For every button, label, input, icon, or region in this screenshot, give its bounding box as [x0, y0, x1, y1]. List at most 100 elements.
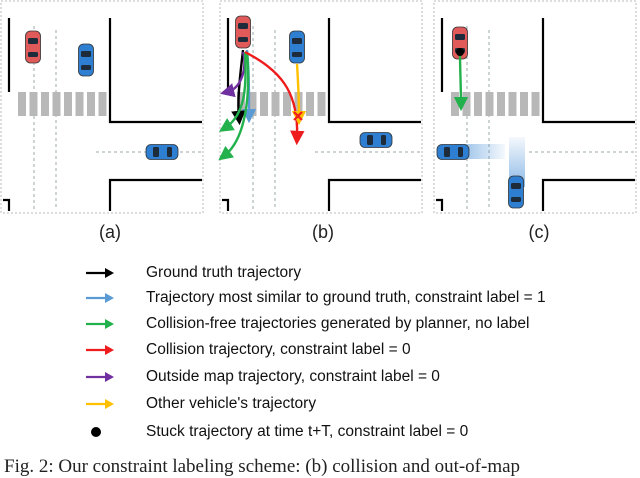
legend-label: Other vehicle's trajectory: [146, 395, 317, 412]
collision-free-arrow-2: [218, 51, 250, 161]
crosswalk-stripe: [451, 92, 459, 116]
other-car-blue-crossing: [359, 132, 393, 148]
crosswalk-stripe: [508, 92, 517, 116]
panel-border: [219, 0, 423, 214]
legend-item: Trajectory most similar to ground truth,…: [84, 287, 546, 309]
car-windshield: [367, 135, 373, 145]
road-edge: [541, 178, 635, 211]
legend-item: Collision trajectory, constraint label =…: [84, 339, 411, 361]
legend-arrow-icon: [86, 399, 114, 409]
car-rear-window: [458, 147, 463, 157]
legend-label: Collision-free trajectories generated by…: [146, 315, 530, 332]
legend-item: Stuck trajectory at time t+T, constraint…: [84, 421, 468, 443]
crosswalk-stripe: [64, 92, 72, 116]
collision-x-stroke: [293, 111, 303, 121]
legend-item: Ground truth trajectory: [84, 262, 301, 284]
road-edge: [222, 198, 230, 211]
crosswalk-stripe: [306, 92, 314, 116]
road-edge: [541, 18, 635, 124]
other-car-blue: [78, 43, 94, 77]
road-edge: [3, 198, 11, 211]
other-car-blue: [508, 175, 524, 209]
car-windshield: [455, 34, 465, 40]
legend-label: Trajectory most similar to ground truth,…: [146, 289, 546, 306]
panel-label-c: (c): [528, 222, 550, 242]
car-body: [25, 30, 41, 64]
other-car-blue: [289, 30, 305, 64]
crosswalk-stripe: [462, 92, 471, 116]
crosswalk-stripe: [41, 92, 49, 116]
crosswalk-stripe: [98, 92, 107, 116]
legend-arrow-icon: [86, 345, 114, 355]
road-edge: [108, 178, 202, 211]
legend-label: Stuck trajectory at time t+T, constraint…: [146, 423, 469, 440]
panel-border: [433, 0, 637, 214]
legend-arrow-icon: [86, 268, 114, 278]
car-rear-window: [381, 135, 386, 145]
car-windshield: [292, 38, 302, 44]
car-windshield: [81, 51, 91, 57]
car-body: [508, 175, 524, 209]
figure-caption: Fig. 2: Our constraint labeling scheme: …: [4, 456, 521, 477]
legend-arrow-icon: [86, 319, 114, 329]
legend-item: Other vehicle's trajectory: [84, 393, 316, 415]
crosswalk-stripe: [75, 92, 84, 116]
legend-arrow-icon: [86, 372, 114, 382]
car-body: [359, 132, 393, 148]
crosswalk-stripe: [283, 92, 291, 116]
legend-arrow-icon: [86, 293, 114, 303]
legend-label: Outside map trajectory, constraint label…: [146, 368, 440, 385]
crosswalk-stripe: [485, 92, 494, 116]
road-edge: [108, 18, 202, 124]
car-body: [235, 15, 251, 49]
crosswalk-stripe: [531, 92, 540, 116]
panel-a: [0, 0, 204, 214]
legend-label: Collision trajectory, constraint label =…: [146, 341, 411, 358]
car-rear-window: [167, 147, 172, 157]
stuck-dot-icon: [456, 48, 464, 56]
crosswalk-stripe: [271, 92, 280, 116]
panel-border: [0, 0, 204, 214]
motion-trail: [509, 137, 525, 187]
car-windshield: [28, 38, 38, 44]
car-body: [436, 144, 470, 160]
panel-c: [433, 0, 637, 214]
legend-dot-icon: [91, 427, 101, 437]
crosswalk-stripe: [317, 92, 326, 116]
car-body: [289, 30, 305, 64]
crosswalk-stripe: [248, 92, 257, 116]
road-edge: [327, 18, 421, 124]
legend-item: Outside map trajectory, constraint label…: [84, 366, 440, 388]
crosswalk-stripe: [18, 92, 26, 116]
legend-label: Ground truth trajectory: [146, 264, 302, 281]
road-edge: [436, 198, 444, 211]
other-vehicle-arrow: [291, 63, 307, 126]
crosswalk-stripe: [52, 92, 61, 116]
car-body: [145, 144, 179, 160]
ego-car-red: [235, 15, 251, 49]
car-windshield: [511, 183, 521, 189]
other-car-blue-crossing: [436, 144, 470, 160]
road-edge: [327, 178, 421, 211]
other-car-blue-crossing: [145, 144, 179, 160]
collision-free-arrow-1: [218, 51, 247, 132]
scene-illustration: [0, 0, 637, 214]
car-rear-window: [81, 65, 91, 70]
crosswalk-stripe: [520, 92, 528, 116]
crosswalk-stripe: [474, 92, 482, 116]
ego-car-red: [25, 30, 41, 64]
car-windshield: [153, 147, 159, 157]
crosswalk-stripe: [260, 92, 268, 116]
outside-map-arrow: [220, 51, 246, 98]
car-body: [78, 43, 94, 77]
car-windshield: [444, 147, 450, 157]
collision-x-icon: [293, 111, 303, 121]
panel-b: [218, 0, 423, 214]
crosswalk-stripe: [87, 92, 95, 116]
car-windshield: [238, 23, 248, 29]
car-rear-window: [28, 52, 38, 57]
crosswalk-stripe: [497, 92, 505, 116]
car-rear-window: [511, 197, 521, 202]
car-rear-window: [238, 37, 248, 42]
legend-item: Collision-free trajectories generated by…: [84, 313, 529, 335]
